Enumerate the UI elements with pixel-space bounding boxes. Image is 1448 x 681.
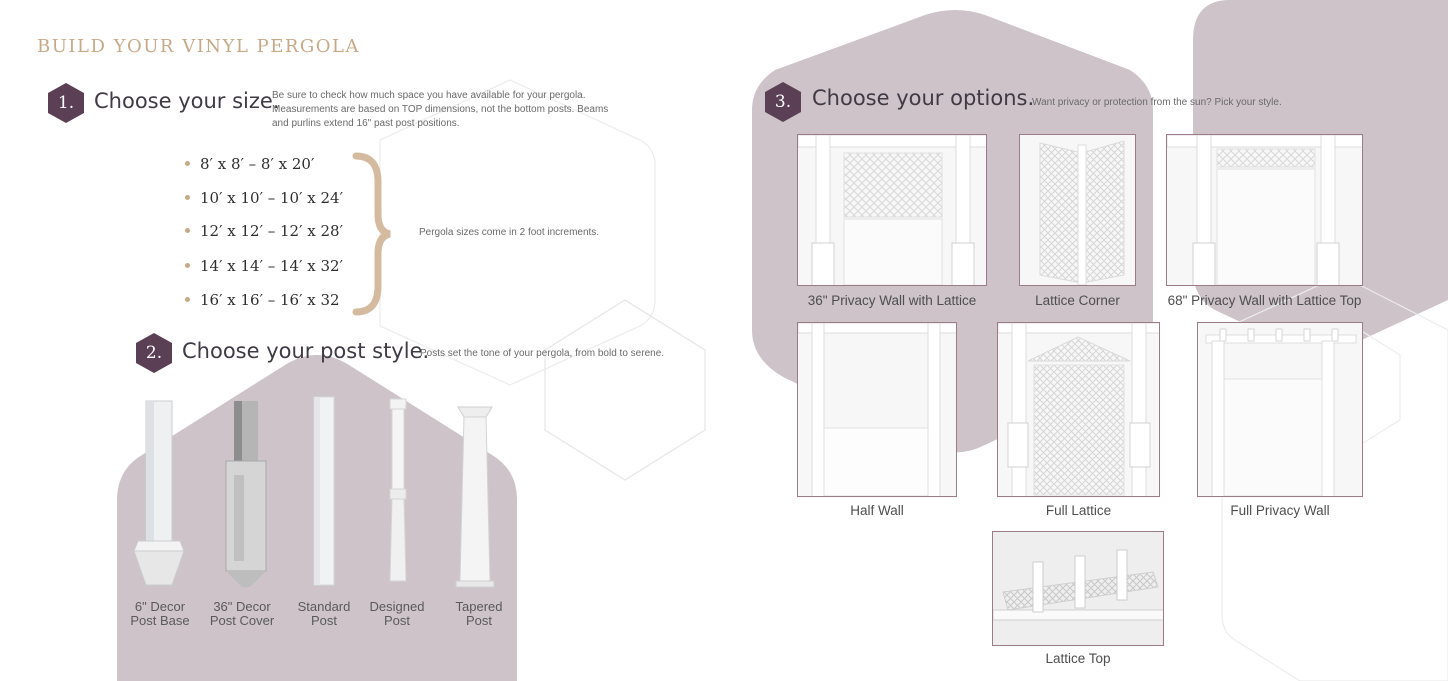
- size-label: 8′ x 8′ – 8′ x 20′: [200, 155, 315, 173]
- option-half-wall-image[interactable]: [797, 322, 957, 497]
- size-note: Pergola sizes come in 2 foot increments.: [419, 227, 600, 238]
- bullet-icon: [185, 296, 190, 302]
- privacy-wall-lattice-top-illustration: [1167, 135, 1362, 285]
- post-label-line: 36" Decor: [213, 599, 271, 614]
- bullet-icon: [185, 160, 190, 166]
- standard-post-image: [313, 396, 335, 586]
- size-label: 12′ x 12′ – 12′ x 28′: [200, 222, 343, 240]
- tapered-post-image: [455, 406, 495, 588]
- step-2-number: 2.: [145, 343, 163, 363]
- option-full-privacy-wall-image[interactable]: [1197, 322, 1363, 497]
- step-2-title: Choose your post style.: [182, 339, 430, 363]
- size-label: 10′ x 10′ – 10′ x 24′: [200, 189, 343, 207]
- bullet-icon: [185, 227, 190, 233]
- option-lattice-top-image[interactable]: [992, 531, 1164, 646]
- option-label[interactable]: Full Privacy Wall: [1230, 503, 1330, 518]
- half-wall-illustration: [798, 323, 956, 496]
- size-option: 12′ x 12′ – 12′ x 28′: [185, 222, 343, 240]
- step-2-badge: 2.: [136, 333, 172, 373]
- post-label-line: Post Cover: [209, 613, 275, 628]
- option-label[interactable]: Full Lattice: [1045, 503, 1112, 518]
- post-label-line: Tapered: [455, 599, 503, 614]
- outline-hexagon: [544, 299, 706, 481]
- post-label-line: Post: [383, 613, 410, 628]
- bullet-icon: [185, 194, 190, 200]
- option-full-lattice-image[interactable]: [997, 322, 1160, 497]
- option-lattice-corner-image[interactable]: [1019, 134, 1136, 286]
- curly-brace-icon: [352, 152, 391, 316]
- outline-hexagon: [1359, 329, 1401, 446]
- step-3-description: Want privacy or protection from the sun?…: [1032, 97, 1282, 108]
- privacy-wall-lattice-illustration: [798, 135, 986, 285]
- step-2-description: Posts set the tone of your pergola, from…: [420, 348, 665, 359]
- outline-hexagon: [379, 79, 656, 386]
- step-1-title: Choose your size.: [94, 89, 280, 113]
- option-label[interactable]: Lattice Top: [1045, 651, 1111, 666]
- description-line: Measurements are based on TOP dimensions…: [272, 104, 609, 115]
- option-privacy-wall-lattice-image[interactable]: [797, 134, 987, 286]
- designed-post-image: [389, 398, 407, 582]
- post-label-line: Post: [310, 613, 337, 628]
- option-label[interactable]: 36" Privacy Wall with Lattice: [807, 293, 977, 308]
- decor-post-cover-image: [225, 401, 267, 587]
- step-3-number: 3.: [774, 92, 792, 112]
- option-privacy-wall-lattice-top-image[interactable]: [1166, 134, 1363, 286]
- step-3-badge: 3.: [765, 82, 801, 122]
- decor-post-base-image: [133, 400, 185, 586]
- page-title: BUILD YOUR VINYL PERGOLA: [37, 36, 361, 57]
- size-option: 10′ x 10′ – 10′ x 24′: [185, 189, 343, 207]
- option-label[interactable]: Half Wall: [850, 503, 904, 518]
- description-line: Be sure to check how much space you have…: [272, 90, 586, 101]
- step-3-title: Choose your options.: [812, 86, 1035, 110]
- step-1-number: 1.: [57, 93, 75, 113]
- size-label: 14′ x 14′ – 14′ x 32′: [200, 257, 343, 275]
- size-option: 8′ x 8′ – 8′ x 20′: [185, 155, 314, 173]
- step-1-badge: 1.: [48, 83, 84, 123]
- size-option: 14′ x 14′ – 14′ x 32′: [185, 257, 343, 275]
- lattice-corner-illustration: [1020, 135, 1135, 285]
- post-label-line: Post: [465, 613, 492, 628]
- post-label-line: Post Base: [130, 613, 190, 628]
- option-label[interactable]: Lattice Corner: [1035, 293, 1120, 308]
- post-label-line: Designed: [369, 599, 425, 614]
- full-privacy-wall-illustration: [1198, 323, 1362, 496]
- option-label[interactable]: 68" Privacy Wall with Lattice Top: [1167, 293, 1362, 308]
- post-label-line: Standard: [297, 599, 351, 614]
- step-1-description: Be sure to check how much space you have…: [272, 89, 608, 131]
- lattice-top-illustration: [993, 532, 1163, 645]
- post-label-line: 6" Decor: [134, 599, 186, 614]
- description-line: and purlins extend 16" past post positio…: [272, 118, 460, 129]
- size-label: 16′ x 16′ – 16′ x 32: [200, 291, 340, 309]
- post-styles-illustration: [133, 396, 495, 588]
- full-lattice-illustration: [998, 323, 1159, 496]
- bullet-icon: [185, 262, 190, 268]
- size-option: 16′ x 16′ – 16′ x 32: [185, 291, 340, 309]
